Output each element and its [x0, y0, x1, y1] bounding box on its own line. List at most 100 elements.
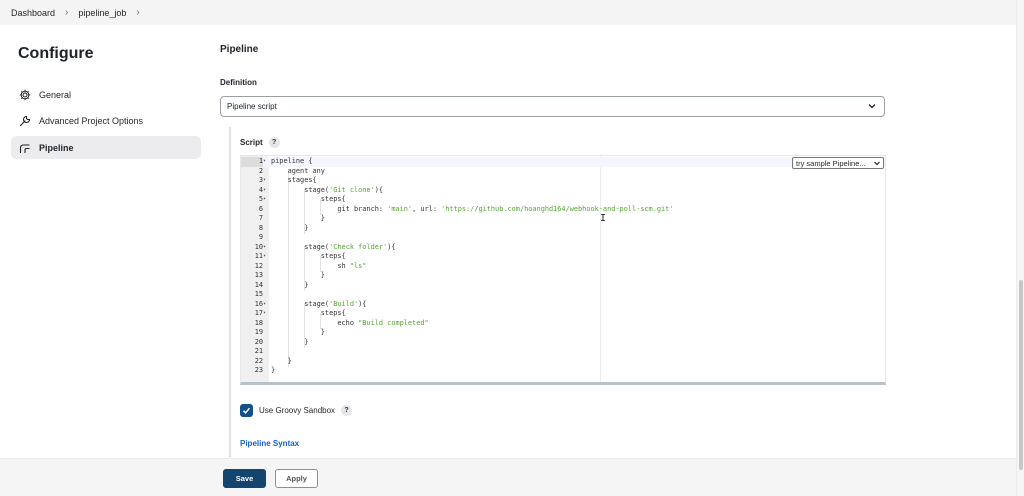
fold-arrow-icon[interactable]: ▾: [263, 300, 267, 307]
help-icon[interactable]: ?: [268, 137, 280, 148]
line-number: 18: [254, 318, 263, 327]
form-footer: [0, 458, 1016, 496]
code-text: }: [271, 337, 309, 346]
code-line[interactable]: 23}: [241, 366, 885, 376]
breadcrumb-label[interactable]: pipeline_job: [78, 7, 127, 18]
line-number: 20: [254, 337, 263, 346]
line-number: 14: [254, 280, 263, 289]
code-text: agent any: [271, 166, 325, 175]
indent-guide: [320, 199, 321, 215]
fold-arrow-icon[interactable]: ▾: [263, 186, 267, 193]
code-text: }: [271, 366, 276, 374]
fold-arrow-icon[interactable]: ▾: [263, 310, 267, 316]
groovy-sandbox-row: Use Groovy Sandbox ?: [240, 404, 353, 417]
breadcrumb-item-job[interactable]: pipeline_job: [78, 8, 126, 18]
breadcrumb-item-dashboard[interactable]: Dashboard: [11, 8, 55, 18]
line-number: 19: [254, 328, 263, 336]
gear-icon: [19, 89, 31, 101]
breadcrumb-label[interactable]: Dashboard: [11, 7, 56, 18]
code-text: stage('Git clone'){: [271, 185, 384, 194]
code-line[interactable]: 21: [241, 347, 885, 357]
breadcrumb: Dashboard › pipeline_job ›: [0, 0, 1016, 25]
code-line[interactable]: 22 }: [241, 357, 885, 367]
code-line[interactable]: 13 }: [241, 271, 885, 281]
sidebar-item-pipeline[interactable]: Pipeline: [11, 136, 201, 159]
line-number: 2: [258, 166, 263, 175]
code-line[interactable]: 11▾ steps{: [241, 252, 885, 262]
definition-label: Definition: [220, 78, 257, 87]
code-text: }: [271, 280, 309, 289]
fold-arrow-icon[interactable]: ▾: [263, 253, 267, 259]
line-number: 12: [254, 261, 263, 270]
line-number: 15: [254, 290, 263, 298]
help-icon[interactable]: ?: [341, 405, 353, 416]
section-title: Pipeline: [220, 44, 259, 55]
code-line[interactable]: 10▾ stage('Check folder'){: [241, 243, 885, 253]
indent-guide: [320, 313, 321, 329]
code-line[interactable]: 18 echo "Build completed": [241, 319, 885, 329]
code-line[interactable]: 7 }: [241, 214, 885, 224]
line-number: 1: [241, 157, 263, 167]
breadcrumb-separator-icon: ›: [65, 7, 69, 18]
sidebar-item-label: Advanced Project Options: [39, 115, 144, 126]
indent-guide: [304, 303, 305, 348]
breadcrumb-dropdown-icon[interactable]: ›: [136, 7, 140, 18]
code-text: echo "Build completed": [271, 318, 429, 327]
line-number: 7: [258, 214, 263, 222]
code-line[interactable]: 8 }: [241, 224, 885, 234]
code-line[interactable]: 3▾ stages{: [241, 176, 885, 186]
fold-arrow-icon[interactable]: ▾: [263, 196, 267, 202]
line-number: 13: [254, 271, 263, 279]
line-number: 23: [254, 366, 263, 374]
code-line[interactable]: 2 agent any: [241, 167, 885, 177]
groovy-sandbox-checkbox[interactable]: [240, 404, 253, 417]
line-number: 11: [254, 252, 263, 260]
fold-arrow-icon[interactable]: ▾: [263, 158, 267, 164]
code-line[interactable]: 14 }: [241, 281, 885, 291]
sample-pipeline-select[interactable]: try sample Pipeline...: [792, 157, 884, 169]
line-number: 4: [258, 185, 263, 194]
sidebar-item-advanced-project-options[interactable]: Advanced Project Options: [11, 109, 201, 132]
text-cursor-icon: I: [600, 213, 607, 224]
code-line[interactable]: 12 sh "ls": [241, 262, 885, 272]
line-number: 17: [254, 309, 263, 317]
code-text: stages{: [271, 176, 317, 184]
code-line[interactable]: 1▾ pipeline {: [241, 157, 885, 167]
indent-guide: [320, 256, 321, 272]
line-number: 9: [258, 233, 263, 241]
script-section-border: [229, 127, 237, 457]
code-line[interactable]: 16▾ stage('Build'){: [241, 300, 885, 310]
code-text: }: [271, 214, 325, 222]
page-scrollbar[interactable]: [1016, 0, 1024, 496]
code-line[interactable]: 15: [241, 290, 885, 300]
code-line[interactable]: 5▾ steps{: [241, 195, 885, 205]
code-text: sh "ls": [271, 261, 367, 270]
fold-arrow-icon[interactable]: ▾: [263, 177, 267, 183]
line-number: 5: [258, 195, 263, 203]
code-line[interactable]: 9: [241, 233, 885, 243]
code-text: pipeline {: [271, 157, 313, 165]
code-line[interactable]: 4▾ stage('Git clone'){: [241, 186, 885, 196]
sidebar-item-label: General: [39, 89, 72, 100]
fold-arrow-icon[interactable]: ▾: [263, 243, 267, 250]
code-line[interactable]: 6 git branch: 'main', url: 'https://gith…: [241, 205, 885, 215]
code-line[interactable]: 19 }: [241, 328, 885, 338]
line-number: 6: [258, 204, 263, 213]
apply-button[interactable]: Apply: [275, 469, 318, 488]
save-button[interactable]: Save: [223, 469, 266, 488]
line-number: 3: [258, 176, 263, 184]
definition-select[interactable]: Pipeline script: [220, 96, 885, 117]
line-number: 21: [254, 347, 263, 355]
code-text: }: [271, 328, 325, 336]
line-number: 10: [254, 242, 263, 251]
scrollbar-thumb[interactable]: [1019, 280, 1023, 470]
sidebar-item-general[interactable]: General: [11, 83, 201, 106]
indent-guide: [304, 189, 305, 234]
code-text: }: [271, 223, 309, 232]
groovy-sandbox-label: Use Groovy Sandbox: [259, 406, 336, 415]
code-line[interactable]: 20 }: [241, 338, 885, 348]
pipeline-syntax-link[interactable]: Pipeline Syntax: [240, 439, 300, 448]
sample-pipeline-select-value: try sample Pipeline...: [796, 158, 866, 168]
code-line[interactable]: 17▾ steps{: [241, 309, 885, 319]
